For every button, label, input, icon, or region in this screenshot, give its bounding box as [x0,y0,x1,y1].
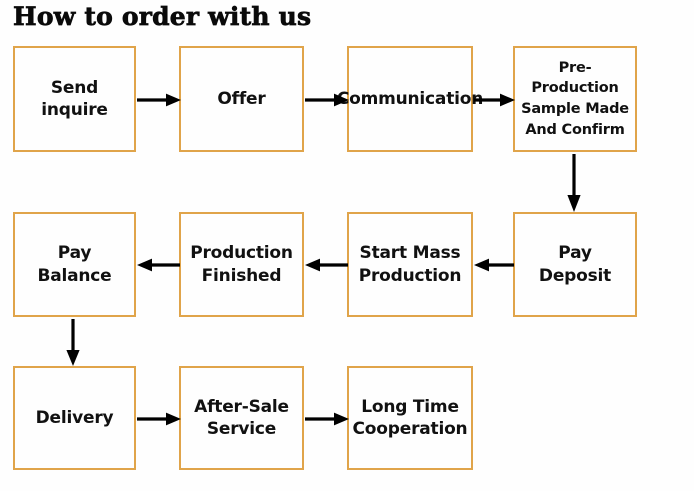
flow-box-pre-production[interactable]: Pre-Production Sample Made And Confirm [513,46,637,152]
flow-box-label: Pay Deposit [538,243,612,286]
arrow-start-mass-production-to-production-finished [305,256,348,274]
flow-box-label: Long Time Cooperation [352,396,468,439]
flow-box-send-inquire[interactable]: Send inquire [13,46,136,152]
flow-box-pay-deposit[interactable]: Pay Deposit [513,212,637,317]
page-title: How to order with us [13,2,312,32]
flow-box-long-time-cooperation[interactable]: Long Time Cooperation [347,366,473,470]
flow-box-label: Offer [217,88,266,109]
arrow-pre-production-to-pay-deposit [565,154,583,212]
flow-box-start-mass-production[interactable]: Start Mass Production [347,212,473,317]
arrow-after-sale-service-to-long-time-cooperation [305,410,349,428]
flow-box-label: After-Sale Service [194,396,289,439]
flow-box-label: Production Finished [190,243,293,286]
flow-box-pay-balance[interactable]: Pay Balance [13,212,136,317]
flow-box-label: Send inquire [41,77,108,120]
flow-box-label: Delivery [35,407,114,428]
arrow-offer-to-communication [305,91,349,109]
arrow-pay-deposit-to-start-mass-production [474,256,514,274]
arrow-send-inquire-to-offer [137,91,181,109]
flow-box-delivery[interactable]: Delivery [13,366,136,470]
flow-box-label: Pay Balance [37,243,112,286]
arrow-communication-to-pre-production [474,91,515,109]
arrow-pay-balance-to-delivery [64,319,82,366]
flow-box-production-finished[interactable]: Production Finished [179,212,304,317]
arrow-production-finished-to-pay-balance [137,256,180,274]
flow-box-after-sale-service[interactable]: After-Sale Service [179,366,304,470]
flow-box-label: Start Mass Production [358,243,462,286]
flow-box-label: Communication [336,88,484,109]
arrow-delivery-to-after-sale-service [137,410,181,428]
flow-box-label: Pre-Production Sample Made And Confirm [521,59,629,138]
flow-box-communication[interactable]: Communication [337,46,483,152]
flow-box-offer[interactable]: Offer [179,46,304,152]
